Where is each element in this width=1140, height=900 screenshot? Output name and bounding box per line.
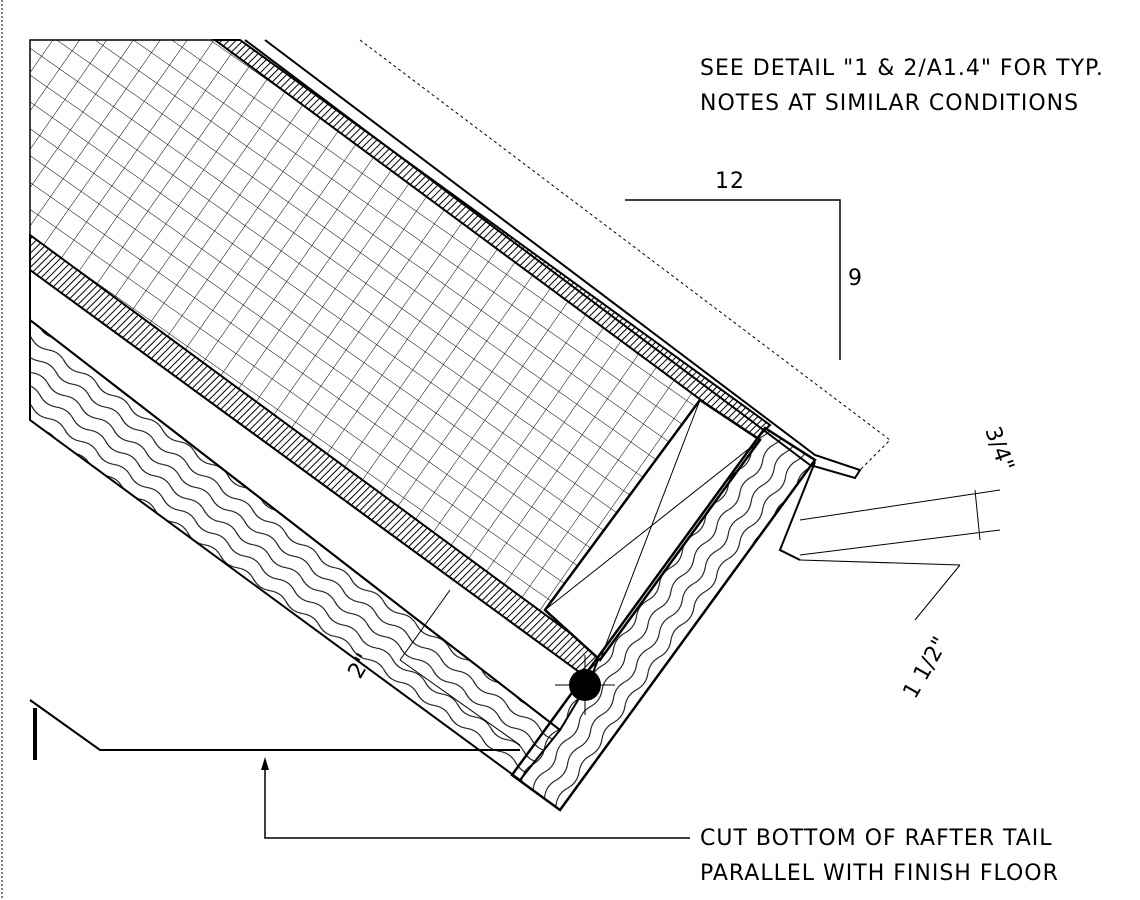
slope-run-label: 12 — [715, 169, 745, 194]
dim-line-fascia-gap — [799, 559, 961, 621]
blocking-cross — [544, 399, 761, 661]
note-top-line1: SEE DETAIL "1 & 2/A1.4" FOR TYP. — [700, 56, 1104, 81]
slope-rise-label: 9 — [848, 266, 863, 291]
leader-arrow — [261, 757, 269, 770]
leader-line — [264, 760, 690, 839]
dim-fascia-drop-label: 3/4" — [979, 424, 1018, 475]
dim-line-fascia-drop — [799, 489, 1001, 556]
drip-edge — [778, 461, 816, 561]
dim-line-tail-offset — [399, 589, 521, 746]
dim-fascia-gap-label: 1 1/2" — [899, 633, 954, 703]
note-bottom-line1: CUT BOTTOM OF RAFTER TAIL — [700, 826, 1053, 851]
metal-flashing — [244, 39, 862, 480]
finish-floor-line — [29, 699, 520, 751]
note-bottom-line2: PARALLEL WITH FINISH FLOOR — [700, 861, 1059, 886]
roof-finish-line — [359, 39, 891, 471]
fascia-board — [510, 426, 817, 812]
slope-indicator — [625, 199, 841, 360]
note-top-line2: NOTES AT SIMILAR CONDITIONS — [700, 91, 1079, 116]
